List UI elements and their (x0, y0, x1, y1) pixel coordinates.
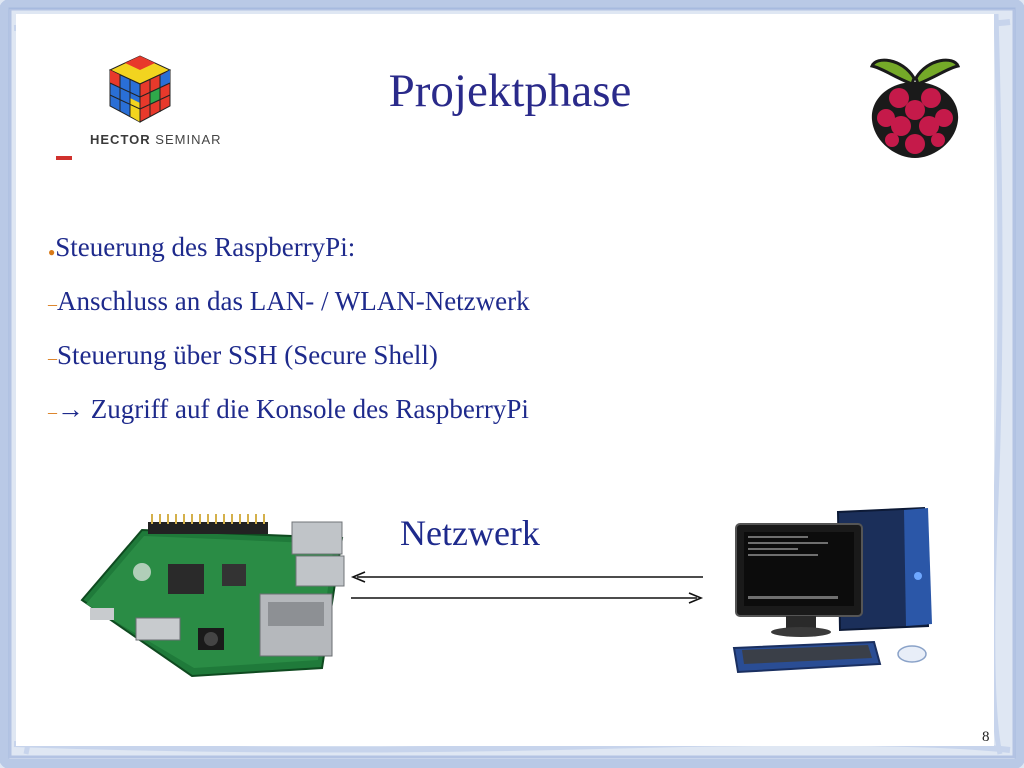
bullet-item: –→ Zugriff auf die Konsole des Raspberry… (48, 384, 530, 438)
page-number: 8 (982, 729, 990, 745)
network-label: Netzwerk (400, 513, 540, 553)
bullet-text: → Zugriff auf die Konsole des RaspberryP… (57, 394, 529, 424)
slide-title: Projektphase (388, 65, 632, 117)
raspberry-pi-logo-icon (869, 58, 961, 158)
hector-cube-logo (56, 55, 172, 160)
bullet-marker: – (48, 402, 57, 422)
logo-brand-suffix: SEMINAR (155, 132, 222, 147)
raspberry-pi-board-image (80, 514, 345, 678)
bullet-text: Anschluss an das LAN- / WLAN-Netzwerk (57, 286, 530, 316)
bullet-item: –Anschluss an das LAN- / WLAN-Netzwerk (48, 276, 530, 330)
bullet-marker: ● (48, 245, 56, 259)
bullet-text: Steuerung des RaspberryPi: (55, 232, 356, 262)
bullet-item: –Steuerung über SSH (Secure Shell) (48, 330, 530, 384)
bullet-text: Steuerung über SSH (Secure Shell) (57, 340, 438, 370)
logo-brand: HECTOR (90, 132, 151, 147)
logo-text: HECTOR SEMINAR (90, 132, 222, 147)
bullet-marker: – (48, 294, 57, 314)
bidirectional-arrows (350, 571, 704, 604)
bullet-marker: – (48, 348, 57, 368)
bullet-item: ●Steuerung des RaspberryPi: (48, 222, 530, 276)
desktop-computer-image (732, 506, 932, 674)
bullet-list: ●Steuerung des RaspberryPi: –Anschluss a… (48, 222, 530, 438)
